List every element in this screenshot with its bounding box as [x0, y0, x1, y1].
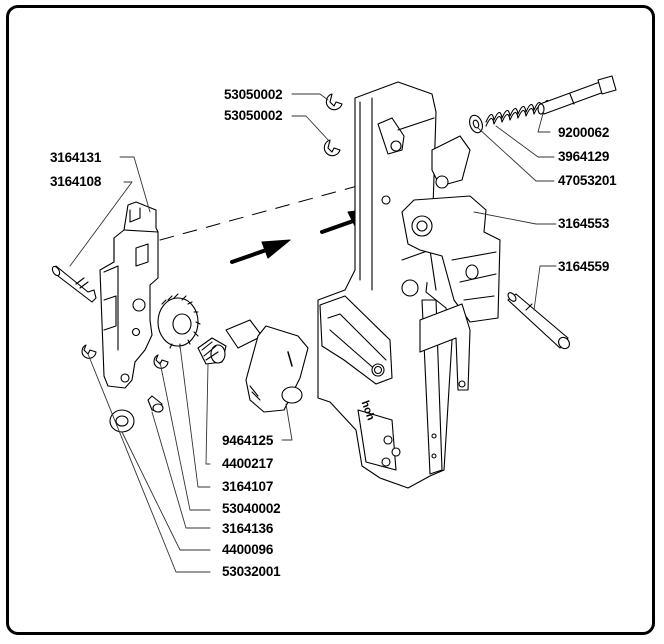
bracket-part — [99, 201, 159, 389]
part-label-53050002-upper: 53050002 — [224, 87, 283, 102]
part-label-47053201: 47053201 — [558, 173, 617, 188]
knob-part — [225, 319, 309, 413]
gear-part — [157, 293, 201, 349]
part-label-3164559: 3164559 — [558, 259, 610, 274]
part-label-3164131: 3164131 — [50, 150, 102, 165]
part-label-3164108: 3164108 — [50, 174, 102, 189]
part-label-4400217: 4400217 — [222, 456, 274, 471]
e-clip-part — [81, 344, 97, 359]
part-label-3164136: 3164136 — [222, 521, 274, 536]
leader-lines — [69, 93, 557, 573]
bolt-part — [537, 75, 617, 115]
part-label-3164107: 3164107 — [222, 479, 274, 494]
sleeve-part — [197, 337, 227, 365]
part-label-9200062: 9200062 — [558, 125, 610, 140]
e-clip-part-4 — [323, 139, 341, 157]
part-label-4400096: 4400096 — [222, 542, 274, 557]
part-label-53040002: 53040002 — [222, 501, 281, 516]
main-housing-part: hoh — [317, 81, 453, 489]
washer-part — [109, 409, 135, 433]
small-pin-part — [147, 395, 164, 413]
pin-part — [51, 265, 97, 303]
part-label-53032001: 53032001 — [222, 564, 281, 579]
assembly-arrow-left — [230, 239, 291, 264]
washer-part-2 — [469, 114, 483, 134]
alignment-dashed-line — [159, 181, 373, 241]
pin-part-2 — [507, 292, 570, 350]
lever-part — [401, 135, 501, 391]
part-label-3964129: 3964129 — [558, 149, 610, 164]
part-label-9464125: 9464125 — [222, 433, 274, 448]
e-clip-part-3 — [325, 93, 343, 111]
part-label-53050002-lower: 53050002 — [224, 108, 283, 123]
part-label-3164553: 3164553 — [558, 216, 610, 231]
